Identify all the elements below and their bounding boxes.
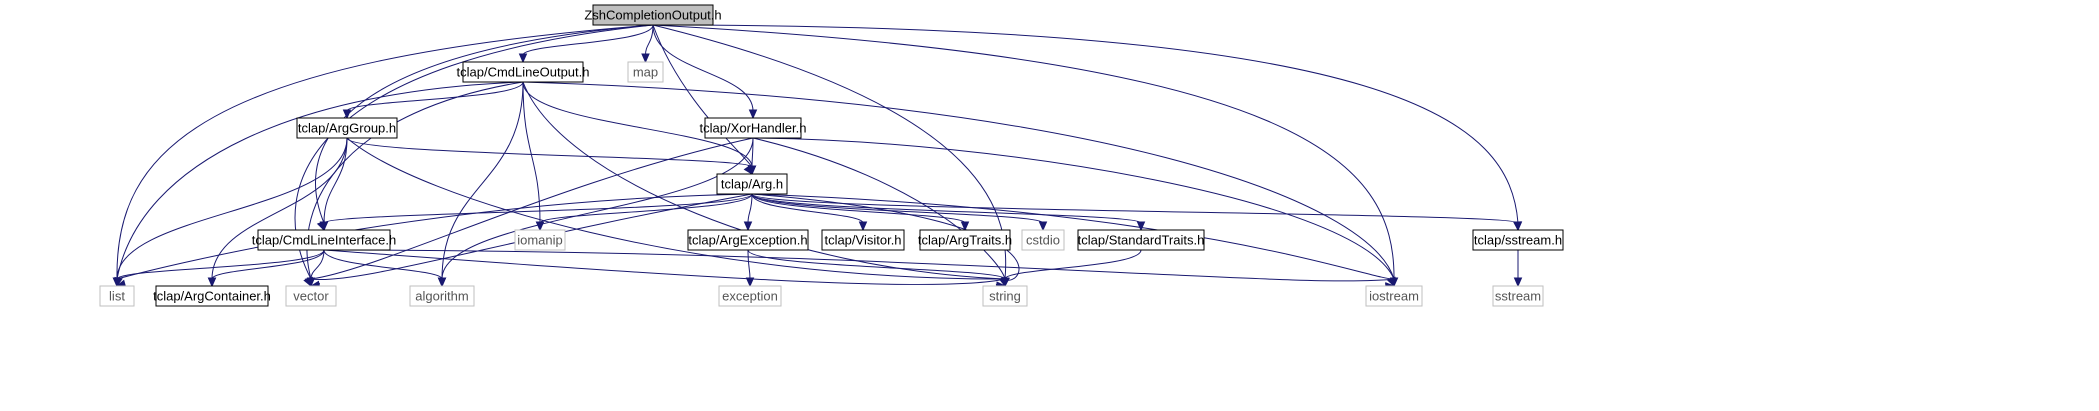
node-algorithm: algorithm <box>409 285 475 307</box>
node-label: exception <box>722 289 778 304</box>
edge-cmdlineinterface-to-argcontainer <box>207 249 325 288</box>
edge-arg-to-cmdlineinterface <box>319 193 753 232</box>
edge-arg-to-argexception <box>743 193 753 232</box>
edge-cmdlineoutput-to-vector <box>304 81 524 288</box>
node-exception: exception <box>718 285 782 307</box>
edges-layer <box>112 24 1523 295</box>
node-cmdlineoutput[interactable]: tclap/CmdLineOutput.h <box>457 61 590 83</box>
edge-sstreamh-to-sstream <box>1513 250 1523 288</box>
node-vector: vector <box>285 285 337 307</box>
node-visitor[interactable]: tclap/Visitor.h <box>821 229 905 251</box>
edge-arg-to-standardtraits <box>751 193 1146 232</box>
edge-cmdlineinterface-to-iostream <box>323 249 1396 292</box>
node-arggroup[interactable]: tclap/ArgGroup.h <box>296 117 398 139</box>
node-label: map <box>633 65 658 80</box>
edge-arg-to-iomanip <box>535 193 753 232</box>
node-label: tclap/ArgTraits.h <box>918 233 1012 248</box>
edge-cmdlineinterface-to-algorithm <box>323 249 447 288</box>
edge-cmdlineoutput-to-iostream <box>522 81 1396 288</box>
node-label: tclap/XorHandler.h <box>700 121 807 136</box>
node-arg[interactable]: tclap/Arg.h <box>716 173 788 195</box>
node-label: tclap/Visitor.h <box>824 233 901 248</box>
node-label: tclap/CmdLineOutput.h <box>457 65 590 80</box>
node-label: tclap/ArgContainer.h <box>153 289 271 304</box>
node-iomanip: iomanip <box>514 229 566 251</box>
node-label: iomanip <box>517 233 563 248</box>
node-zsh: ZshCompletionOutput.h <box>584 4 722 26</box>
node-map: map <box>627 61 664 83</box>
edge-cmdlineinterface-to-list <box>112 249 325 288</box>
node-label: string <box>989 289 1021 304</box>
node-label: tclap/Arg.h <box>721 177 783 192</box>
node-label: iostream <box>1369 289 1419 304</box>
edge-cmdlineoutput-to-arggroup <box>342 81 524 120</box>
edge-cmdlineoutput-to-algorithm <box>437 81 524 288</box>
node-xorhandler[interactable]: tclap/XorHandler.h <box>700 117 807 139</box>
node-label: tclap/StandardTraits.h <box>1078 233 1205 248</box>
node-argtraits[interactable]: tclap/ArgTraits.h <box>918 229 1012 251</box>
edge-zsh-to-xorhandler <box>652 24 758 120</box>
node-label: cstdio <box>1026 233 1060 248</box>
edge-arggroup-to-list <box>112 137 348 288</box>
node-label: tclap/ArgGroup.h <box>298 121 396 136</box>
node-iostream: iostream <box>1365 285 1423 307</box>
edge-argexception-to-exception <box>745 249 755 288</box>
node-standardtraits[interactable]: tclap/StandardTraits.h <box>1077 229 1205 251</box>
edge-arggroup-to-cmdlineinterface <box>319 137 348 232</box>
edge-arg-to-visitor <box>751 193 868 232</box>
node-label: algorithm <box>415 289 468 304</box>
edge-cmdlineinterface-to-vector <box>306 249 325 288</box>
node-argcontainer[interactable]: tclap/ArgContainer.h <box>153 285 271 307</box>
node-label: list <box>109 289 125 304</box>
node-sstreamh[interactable]: tclap/sstream.h <box>1472 229 1564 251</box>
edge-arg-to-argtraits <box>751 193 970 232</box>
node-label: sstream <box>1495 289 1541 304</box>
edge-arg-to-cstdio <box>751 193 1048 232</box>
node-argexception[interactable]: tclap/ArgException.h <box>687 229 809 251</box>
edge-xorhandler-to-iostream <box>752 137 1395 288</box>
node-sstream: sstream <box>1492 285 1544 307</box>
node-label: tclap/ArgException.h <box>688 233 807 248</box>
node-string: string <box>982 285 1028 307</box>
node-label: vector <box>293 289 329 304</box>
edge-zsh-to-cmdlineoutput <box>518 24 654 64</box>
node-label: tclap/CmdLineInterface.h <box>252 233 397 248</box>
edge-cmdlineoutput-to-list <box>114 81 524 288</box>
edge-arg-to-sstreamh <box>751 193 1523 232</box>
node-label: ZshCompletionOutput.h <box>584 8 721 23</box>
edge-cmdlineinterface-to-string <box>323 249 1007 293</box>
edge-arggroup-to-arg <box>346 137 757 176</box>
node-label: tclap/sstream.h <box>1474 233 1562 248</box>
edge-standardtraits-to-string <box>1000 249 1142 288</box>
node-cmdlineinterface[interactable]: tclap/CmdLineInterface.h <box>252 229 397 251</box>
nodes-layer: ZshCompletionOutput.h tclap/CmdLineOutput… <box>99 4 1564 307</box>
node-cstdio: cstdio <box>1021 229 1065 251</box>
node-list: list <box>99 285 135 307</box>
